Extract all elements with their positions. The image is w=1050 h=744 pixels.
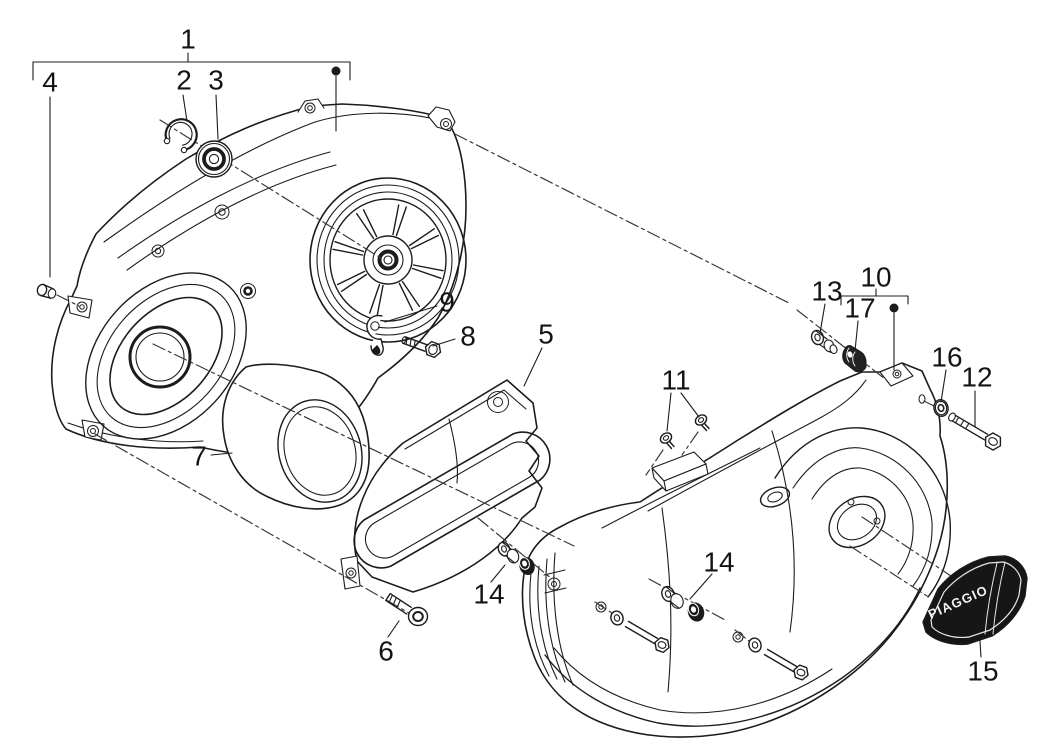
socket-head-bolt-6 xyxy=(385,592,429,627)
callout-17: 17 xyxy=(844,293,875,324)
intake-opening xyxy=(85,272,247,440)
callout-15: 15 xyxy=(967,656,998,687)
callout-6: 6 xyxy=(378,636,394,667)
callout-14-right: 14 xyxy=(703,547,734,578)
callout-13: 13 xyxy=(811,276,842,307)
callout-3: 3 xyxy=(208,65,224,96)
callout-5: 5 xyxy=(538,319,554,350)
callout-leader-lines xyxy=(32,52,982,658)
bracket-item-10 xyxy=(840,288,909,306)
cover-bolt-lower-left xyxy=(610,610,670,654)
self-tapping-screws-11 xyxy=(659,414,710,450)
circlip xyxy=(163,118,198,154)
callout-11: 11 xyxy=(661,365,690,396)
callout-1: 1 xyxy=(180,24,196,55)
washer-16 xyxy=(933,398,949,418)
reference-dot-10 xyxy=(889,303,899,313)
belt-cooling-duct-cover xyxy=(340,379,551,593)
callout-8: 8 xyxy=(460,321,476,352)
callout-16: 16 xyxy=(931,342,962,373)
shoulder-bushing-13 xyxy=(810,329,838,355)
flanged-nut-17 xyxy=(842,345,867,373)
spacer-bushing-set-right xyxy=(661,585,705,622)
air-duct-sleeve xyxy=(221,363,370,510)
callout-12: 12 xyxy=(961,362,992,393)
callout-2: 2 xyxy=(176,65,192,96)
transmission-cover-right xyxy=(521,362,952,738)
reference-dot-1 xyxy=(331,66,341,76)
callout-7: 7 xyxy=(191,441,207,472)
ball-bearing xyxy=(195,140,233,178)
callout-4: 4 xyxy=(42,67,58,98)
cable-retainer-clip xyxy=(366,314,384,356)
spacer-bushing-set-left xyxy=(497,541,535,575)
output-hub xyxy=(828,495,886,549)
piaggio-emblem-badge: PIAGGIO xyxy=(922,555,1028,646)
callout-10: 10 xyxy=(860,262,891,293)
callout-14-left: 14 xyxy=(473,579,504,610)
transmission-cover-left xyxy=(50,98,467,457)
dowel-pin xyxy=(36,283,57,299)
bracket-item-1 xyxy=(32,52,351,81)
cover-bolt-lower-right xyxy=(748,637,809,681)
diagram-artwork: PIAGGIO xyxy=(32,52,1028,738)
hex-bolt-12 xyxy=(948,412,1002,451)
callout-9: 9 xyxy=(439,287,455,318)
callout-labels: 1 2 3 4 5 6 7 8 9 10 11 12 13 14 14 15 1… xyxy=(42,24,998,687)
assembly-axis-centerlines xyxy=(56,119,952,642)
hex-flange-bolt-8 xyxy=(401,336,442,359)
fan-spokes xyxy=(332,204,444,316)
